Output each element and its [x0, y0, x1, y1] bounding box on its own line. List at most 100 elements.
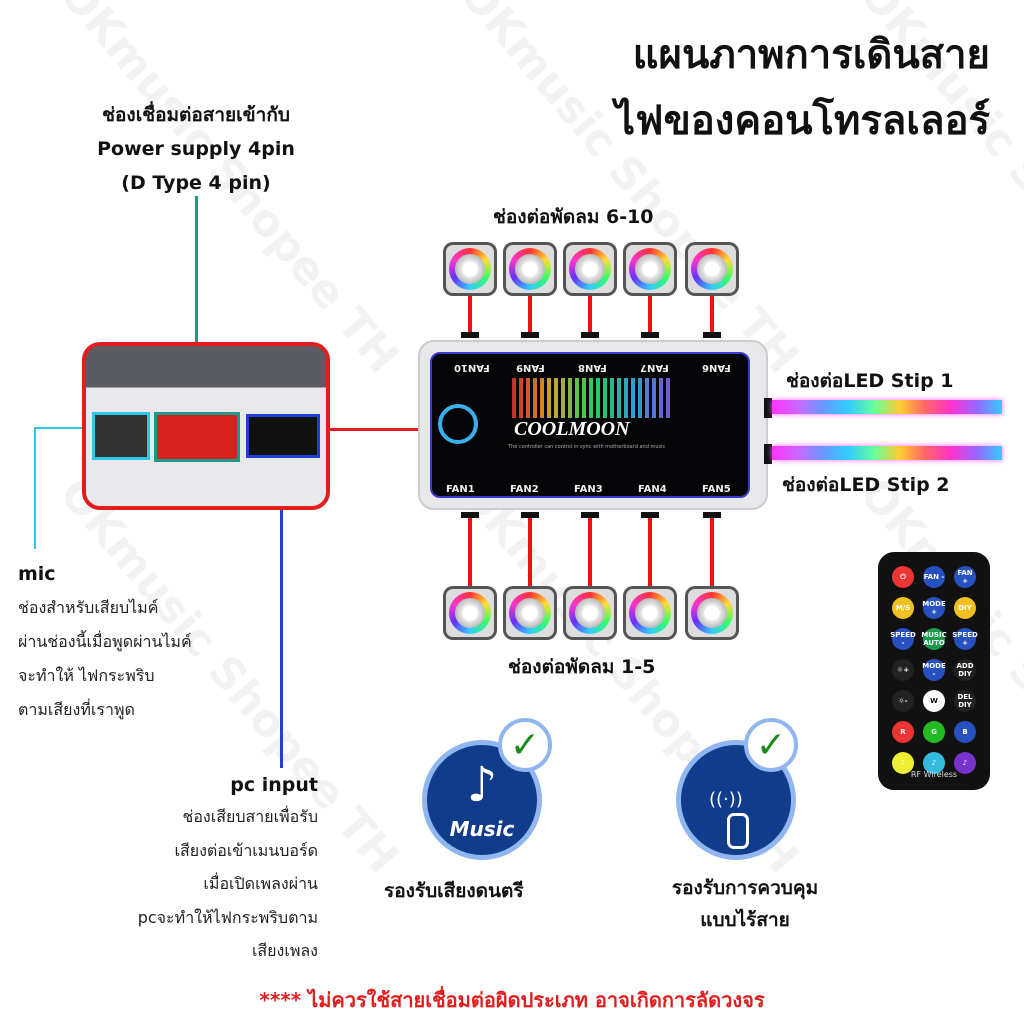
fan-plug	[703, 512, 721, 518]
remote-button: FAN +	[954, 566, 976, 588]
warning-text: **** ไม่ควรใช้สายเชื่อมต่อผิดประเภท อาจเ…	[259, 988, 765, 1012]
mic-title: mic	[18, 563, 56, 585]
led-port-2	[764, 444, 772, 464]
pc-desc-line: เสียงเพลง	[251, 941, 318, 960]
pc-input-title: pc input	[230, 774, 318, 796]
led-strip-2-label: ช่องต่อLED Stip 2	[782, 474, 950, 496]
mic-desc-line: ตามเสียงที่เราพูด	[18, 700, 135, 719]
remote-button: SPEED -	[890, 628, 916, 650]
remote-button: MODE +	[922, 597, 946, 619]
mic-port	[92, 412, 150, 460]
remote-button: DIY	[954, 597, 976, 619]
fan-cable	[528, 296, 532, 334]
fan-plug	[461, 332, 479, 338]
device-to-controller-line	[328, 428, 420, 431]
mic-connector-line	[34, 427, 90, 429]
pc-desc-line: pcจะทำให้ไฟกระพริบตาม	[137, 907, 318, 927]
pc-desc-line: ช่องเสียบสายเพื่อรับ	[182, 807, 318, 826]
controller-fan-label: FAN5	[702, 484, 731, 495]
fan-cable	[710, 296, 714, 334]
pc-input-description: pc input ช่องเสียบสายเพื่อรับ เสียงต่อเข…	[138, 770, 318, 968]
fan-cable	[648, 296, 652, 334]
fan-cable	[528, 518, 532, 586]
wireless-support-label: รองรับการควบคุม แบบไร้สาย	[630, 872, 860, 936]
remote-button: ♪	[923, 752, 945, 774]
check-icon: ✓	[498, 718, 552, 772]
mic-desc-line: จะทำให้ ไฟกระพริบ	[18, 666, 155, 685]
pc-desc-line: เสียงต่อเข้าเมนบอร์ด	[174, 840, 318, 860]
remote-button: ⏻	[892, 566, 914, 588]
fan-top	[685, 242, 739, 296]
fan-bottom	[685, 586, 739, 640]
wireless-line-2: แบบไร้สาย	[700, 909, 790, 931]
dial-graphic	[438, 404, 478, 444]
led-strip-2	[772, 446, 1002, 460]
fan-plug	[461, 512, 479, 518]
fan-cable	[468, 518, 472, 586]
wireless-line-1: รองรับการควบคุม	[671, 877, 819, 899]
remote-button: W	[923, 690, 945, 712]
fans-6-10-label: ช่องต่อพัดลม 6-10	[493, 206, 654, 228]
controller-fan-label: FAN4	[638, 484, 667, 495]
remote-button: DEL DIY	[954, 690, 976, 712]
fan-plug	[581, 332, 599, 338]
fan-top	[563, 242, 617, 296]
rf-remote-control: ⏻ FAN - FAN + M/S MODE + DIY SPEED -MUSIC AUTO…	[878, 552, 990, 790]
remote-button: ♪	[954, 752, 976, 774]
remote-button: R	[892, 721, 914, 743]
controller-fan-label: FAN7	[640, 362, 669, 373]
tagline: The controller can control in sync with …	[508, 444, 666, 450]
remote-button: MUSIC AUTO	[921, 628, 947, 650]
fan-cable	[648, 518, 652, 586]
power-4pin-port	[154, 412, 240, 462]
fan-plug	[581, 512, 599, 518]
fan-bottom	[503, 586, 557, 640]
remote-button: ♪	[892, 752, 914, 774]
remote-button: ADD DIY	[954, 659, 976, 681]
power-line-3: (D Type 4 pin)	[121, 172, 271, 194]
remote-button: G	[923, 721, 945, 743]
led-strip-1-label: ช่องต่อLED Stip 1	[786, 370, 954, 392]
mic-desc-line: ผ่านช่องนี้เมื่อพูดผ่านไมค์	[18, 632, 192, 651]
music-badge-icon: ♪ Music	[422, 740, 542, 860]
fan-cable	[588, 296, 592, 334]
fan-cable	[588, 518, 592, 586]
remote-button: M/S	[892, 597, 914, 619]
fan-top	[503, 242, 557, 296]
power-line-1: ช่องเชื่อมต่อสายเข้ากับ	[102, 104, 290, 126]
mic-desc-line: ช่องสำหรับเสียบไมค์	[18, 598, 159, 617]
mic-connector-line-vertical	[34, 427, 36, 549]
remote-button: MODE -	[922, 659, 946, 681]
fan-bottom	[443, 586, 497, 640]
remote-button: ☼-	[892, 690, 914, 712]
fan-cable	[468, 296, 472, 334]
controller-fan-label: FAN9	[516, 362, 545, 373]
pc-desc-line: เมื่อเปิดเพลงผ่าน	[203, 874, 318, 893]
check-icon: ✓	[744, 718, 798, 772]
remote-button: B	[954, 721, 976, 743]
fan-bottom	[563, 586, 617, 640]
controller-fan-label: FAN2	[510, 484, 539, 495]
controller-fan-label: FAN3	[574, 484, 603, 495]
controller-fan-label: FAN8	[578, 362, 607, 373]
fan-plug	[641, 332, 659, 338]
remote-button: ☼+	[892, 659, 914, 681]
controller-fan-label: FAN10	[454, 362, 490, 373]
equalizer-graphic	[512, 378, 672, 418]
remote-icon	[727, 813, 749, 849]
fans-1-5-label: ช่องต่อพัดลม 1-5	[508, 656, 656, 678]
brand-logo: COOLMOON	[514, 418, 630, 440]
led-port-1	[764, 398, 772, 418]
music-support-label: รองรับเสียงดนตรี	[384, 880, 524, 902]
fan-top	[443, 242, 497, 296]
title-line-1: แผนภาพการเดินสาย	[632, 32, 990, 78]
remote-footer: RF Wireless	[910, 770, 958, 779]
remote-button: FAN -	[923, 566, 945, 588]
music-icon-text: Music	[449, 817, 515, 841]
fan-plug	[521, 512, 539, 518]
fan-cable	[710, 518, 714, 586]
connector-port-closeup	[82, 342, 330, 510]
fan-top	[623, 242, 677, 296]
wireless-signal-icon: ((·))	[709, 789, 743, 810]
